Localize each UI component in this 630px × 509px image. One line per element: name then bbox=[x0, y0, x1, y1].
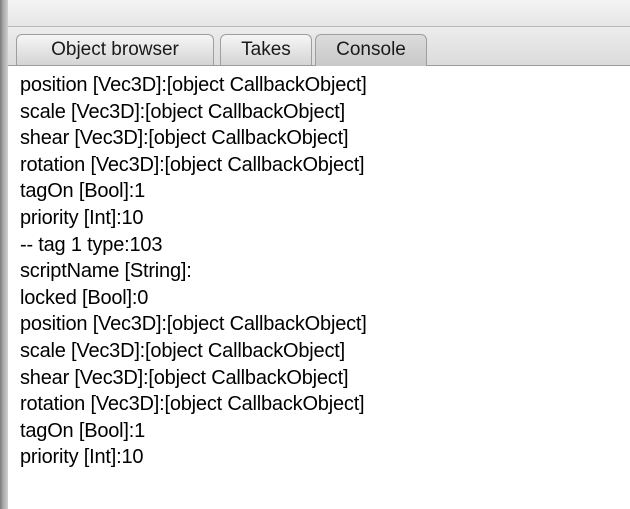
tab-object-browser[interactable]: Object browser bbox=[16, 34, 214, 65]
console-line: position [Vec3D]:[object CallbackObject] bbox=[20, 313, 367, 336]
console-line: tagOn [Bool]:1 bbox=[20, 180, 146, 203]
tab-console[interactable]: Console bbox=[315, 34, 427, 66]
window-left-border bbox=[0, 0, 8, 509]
console-line: scale [Vec3D]:[object CallbackObject] bbox=[20, 100, 345, 123]
console-line: tagOn [Bool]:1 bbox=[20, 419, 146, 442]
tab-takes[interactable]: Takes bbox=[220, 34, 312, 65]
console-output[interactable]: position [Vec3D]:[object CallbackObject]… bbox=[8, 66, 630, 509]
console-line: rotation [Vec3D]:[object CallbackObject] bbox=[20, 393, 365, 416]
console-line: -- tag 1 type:103 bbox=[20, 233, 163, 256]
console-line: priority [Int]:10 bbox=[20, 446, 144, 469]
console-line: scale [Vec3D]:[object CallbackObject] bbox=[20, 339, 345, 362]
top-toolbar-strip bbox=[8, 0, 630, 27]
console-line: rotation [Vec3D]:[object CallbackObject] bbox=[20, 153, 365, 176]
tab-bar: Object browser Takes Console bbox=[8, 27, 630, 66]
console-line: scriptName [String]: bbox=[20, 260, 192, 283]
console-line: shear [Vec3D]:[object CallbackObject] bbox=[20, 366, 349, 389]
console-line: priority [Int]:10 bbox=[20, 206, 144, 229]
console-line: locked [Bool]:0 bbox=[20, 286, 149, 309]
console-line: shear [Vec3D]:[object CallbackObject] bbox=[20, 127, 349, 150]
console-line: position [Vec3D]:[object CallbackObject] bbox=[20, 74, 367, 96]
